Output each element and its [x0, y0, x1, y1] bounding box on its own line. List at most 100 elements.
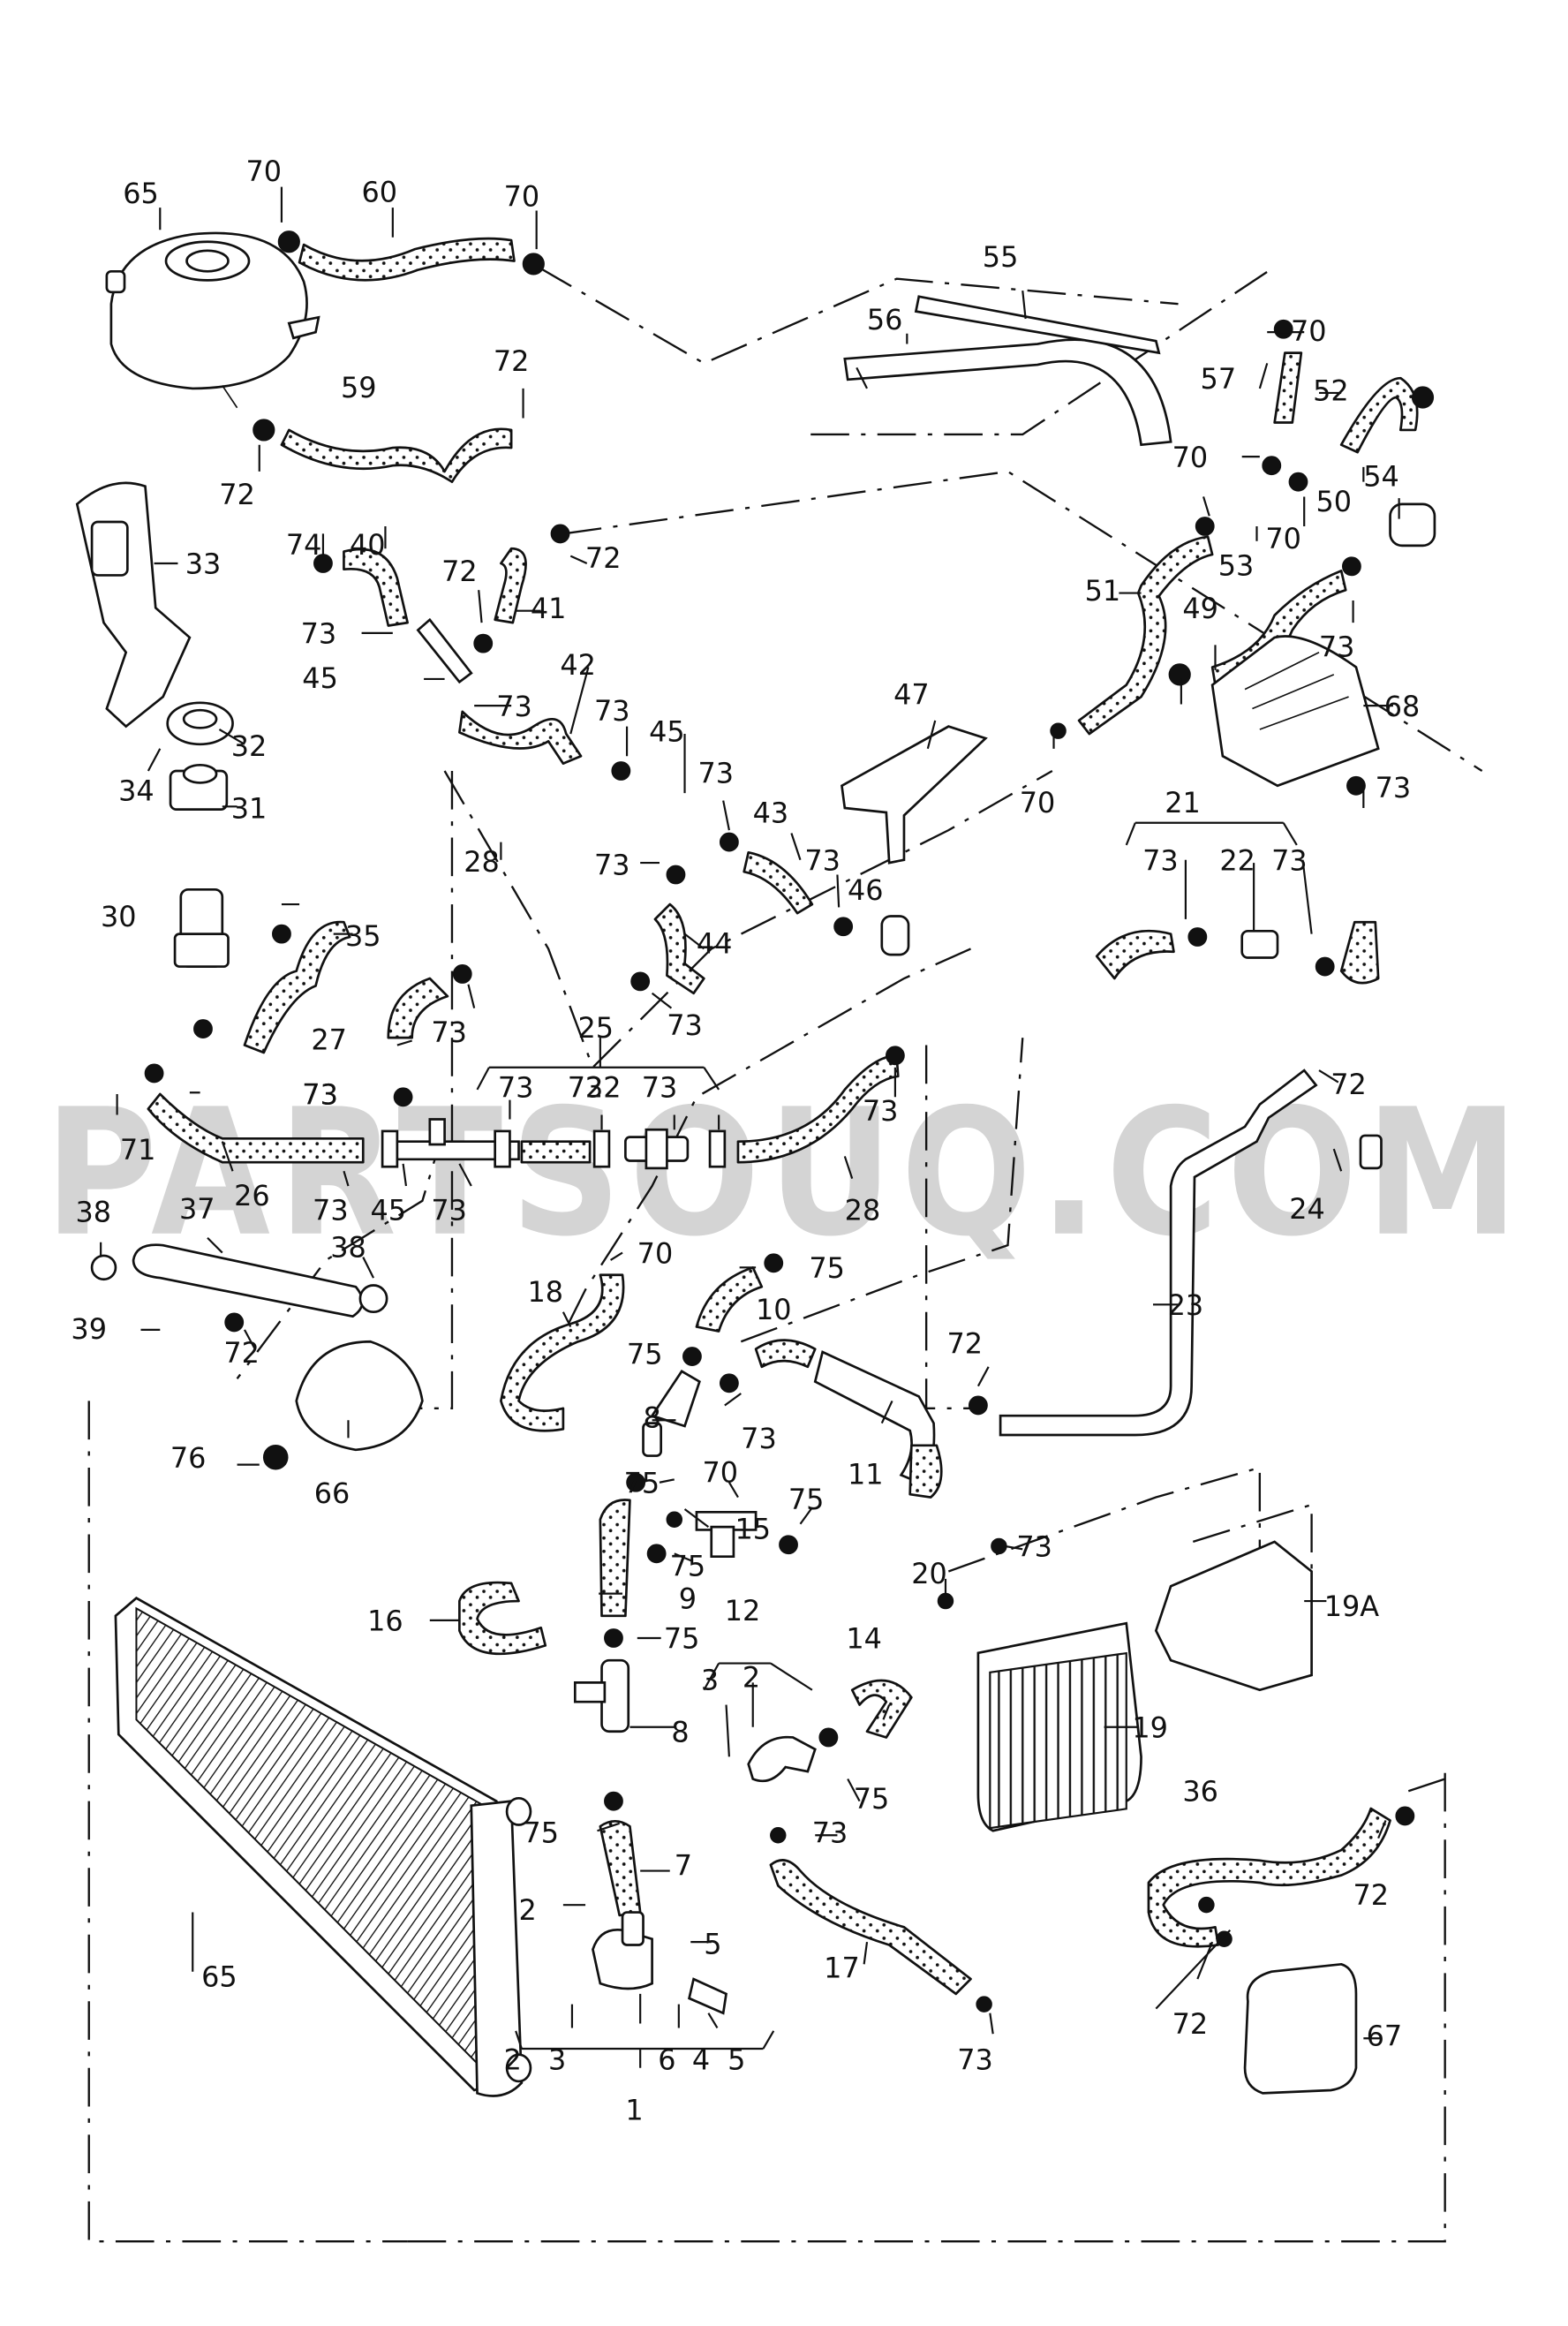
expansion-tank: [105, 231, 320, 409]
callout-72: 72: [1353, 1878, 1389, 1912]
callout-68: 68: [1384, 690, 1421, 723]
callout-75: 75: [809, 1251, 845, 1285]
callout-73: 73: [667, 1008, 703, 1042]
callout-9: 9: [679, 1582, 697, 1615]
callout-55: 55: [983, 240, 1019, 274]
callout-70: 70: [1291, 314, 1327, 348]
callout-11: 11: [848, 1457, 884, 1491]
callout-73: 73: [594, 849, 630, 882]
callout-24: 24: [1289, 1192, 1325, 1226]
callout-3: 3: [701, 1664, 719, 1697]
callout-72: 72: [223, 1336, 260, 1370]
callout-5: 5: [727, 2043, 745, 2076]
callout-59: 59: [341, 371, 377, 404]
callout-73: 73: [302, 1078, 338, 1112]
callout-73: 73: [568, 1070, 604, 1104]
callout-2: 2: [504, 2043, 522, 2076]
callout-39: 39: [71, 1312, 107, 1346]
callout-25: 25: [578, 1011, 614, 1045]
callout-22: 22: [585, 1070, 622, 1104]
callout-73: 73: [812, 1816, 848, 1850]
callout-28: 28: [464, 845, 500, 879]
callout-72: 72: [441, 555, 478, 588]
callout-75: 75: [854, 1782, 890, 1816]
callout-60: 60: [361, 175, 397, 208]
callout-52: 52: [1313, 374, 1349, 407]
callout-2: 2: [518, 1893, 536, 1927]
callout-44: 44: [697, 926, 733, 960]
radiator: [114, 1597, 532, 2097]
callout-73: 73: [431, 1016, 467, 1049]
callout-73: 73: [498, 1070, 534, 1104]
callout-22: 22: [1219, 843, 1255, 877]
callout-73: 73: [1271, 843, 1308, 877]
callout-17: 17: [824, 1951, 860, 1984]
callout-15: 15: [735, 1513, 771, 1546]
callout-70: 70: [1172, 441, 1209, 474]
callout-73: 73: [431, 1194, 467, 1227]
callout-10: 10: [756, 1293, 792, 1326]
callout-57: 57: [1201, 362, 1237, 396]
callout-73: 73: [302, 1078, 338, 1112]
callout-12: 12: [725, 1594, 761, 1627]
callout-37: 37: [179, 1192, 215, 1226]
callout-75: 75: [627, 1337, 663, 1371]
callout-18: 18: [527, 1275, 563, 1309]
callout-73: 73: [1016, 1530, 1052, 1564]
callout-67: 67: [1367, 2020, 1403, 2053]
callout-31: 31: [231, 792, 268, 826]
callout-30: 30: [101, 900, 137, 933]
hose-clamps: [144, 230, 1435, 2013]
callout-73: 73: [957, 2043, 993, 2076]
callout-73: 73: [1376, 771, 1412, 804]
callout-73: 73: [804, 843, 841, 877]
callout-70: 70: [637, 1236, 674, 1270]
callout-16: 16: [367, 1605, 403, 1638]
callout-26: 26: [234, 1179, 270, 1212]
callout-73: 73: [1319, 631, 1355, 664]
parts: [75, 237, 1436, 2097]
callout-38: 38: [330, 1231, 366, 1265]
callout-70: 70: [504, 179, 540, 213]
callout-72: 72: [1331, 1068, 1367, 1101]
callout-3: 3: [548, 2043, 566, 2076]
callout-23: 23: [1168, 1288, 1204, 1322]
callout-54: 54: [1363, 460, 1399, 494]
callout-72: 72: [219, 478, 255, 511]
leader-lines: [100, 186, 1400, 2068]
callout-35: 35: [345, 919, 381, 953]
callout-73: 73: [594, 694, 630, 728]
callout-8: 8: [643, 1401, 660, 1435]
callout-73: 73: [313, 1194, 349, 1227]
callout-53: 53: [1218, 548, 1255, 582]
callout-36: 36: [1182, 1775, 1218, 1809]
callout-76: 76: [170, 1441, 207, 1475]
callout-45: 45: [649, 714, 685, 748]
callout-34: 34: [118, 774, 155, 808]
watermark: PARTSOUQ.COM: [44, 1071, 1527, 1275]
callout-28: 28: [845, 1194, 881, 1227]
callout-73: 73: [496, 690, 532, 723]
callout-50: 50: [1315, 485, 1352, 518]
callout-75: 75: [670, 1550, 706, 1583]
callout-6: 6: [658, 2043, 675, 2076]
callout-1: 1: [625, 2094, 643, 2127]
callout-32: 32: [231, 729, 268, 763]
callout-7: 7: [675, 1849, 692, 1883]
callout-27: 27: [311, 1023, 347, 1057]
callout-4: 4: [692, 2043, 710, 2076]
callout-42: 42: [560, 648, 596, 682]
callout-19a: 19A: [1324, 1590, 1380, 1623]
callout-73: 73: [642, 1070, 678, 1104]
callout-70: 70: [1265, 522, 1301, 555]
callout-72: 72: [947, 1327, 984, 1361]
callout-46: 46: [848, 873, 884, 907]
callout-19: 19: [1132, 1711, 1168, 1744]
callout-38: 38: [75, 1195, 111, 1228]
callout-56: 56: [867, 303, 903, 336]
callout-74: 74: [286, 528, 322, 562]
callout-72: 72: [1172, 2007, 1209, 2041]
callout-51: 51: [1085, 574, 1121, 608]
